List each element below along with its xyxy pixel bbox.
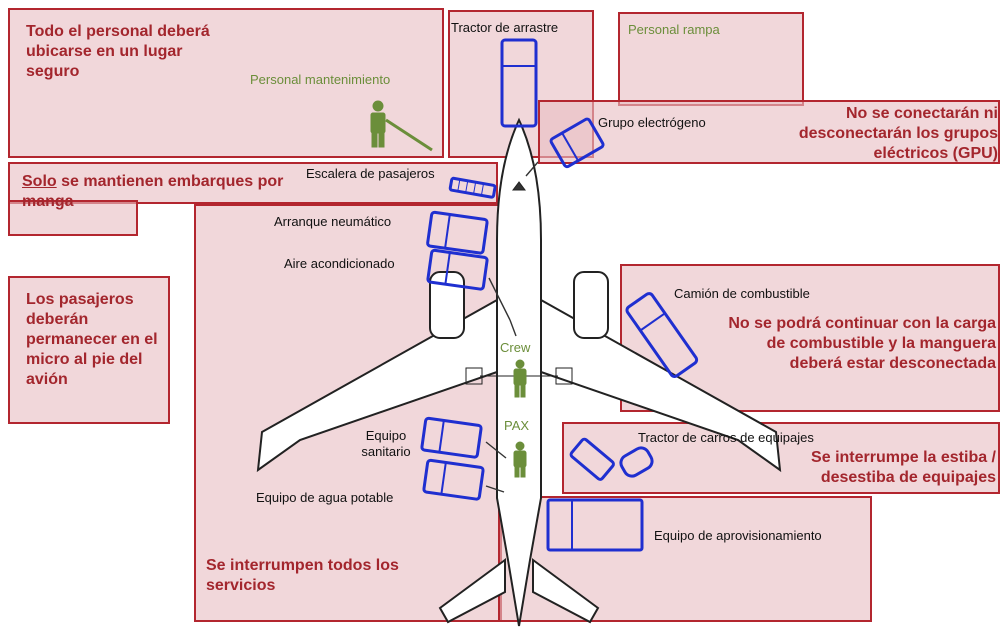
- label-water: Equipo de agua potable: [256, 490, 394, 505]
- zone-jetway: [8, 162, 498, 204]
- baggage-cart: [619, 446, 654, 478]
- warning-safe-place: Todo el personal deberá ubicarse en un l…: [26, 23, 210, 80]
- zone-gpu: [538, 100, 1000, 164]
- water-vehicle: [422, 458, 485, 501]
- fuel-truck-vehicle: [625, 292, 699, 378]
- warning-gpu: No se conectarán ni desconectarán los gr…: [798, 105, 998, 162]
- warning-jetway-underlined: Solo: [22, 173, 57, 190]
- power-unit-vehicle: [549, 117, 605, 169]
- label-sanitary: Equipo sanitario: [361, 428, 411, 459]
- passenger-stairs-vehicle: [448, 176, 497, 199]
- label-fuel-truck: Camión de combustible: [674, 286, 810, 301]
- label-crew: Crew: [500, 340, 531, 355]
- pax-person-icon: [513, 441, 527, 478]
- warning-services: Se interrumpen todos los servicios: [206, 557, 399, 594]
- baggage-tractor-vehicle: [569, 437, 615, 481]
- right-engine: [573, 271, 609, 339]
- pneumatic-starter-vehicle: [426, 210, 489, 255]
- label-stairs: Escalera de pasajeros: [306, 166, 435, 181]
- label-pneumatic: Arranque neumático: [274, 214, 392, 229]
- warning-baggage: Se interrumpe la estiba / desestiba de e…: [811, 449, 996, 486]
- zone-baggage: [562, 422, 1000, 494]
- label-pax: PAX: [504, 418, 530, 433]
- sanitary-vehicle: [420, 416, 483, 459]
- warning-jetway: Solo se mantienen embarques por manga: [22, 172, 292, 212]
- label-maintenance: Personal mantenimiento: [250, 72, 391, 87]
- maintenance-person-icon: [370, 100, 433, 152]
- label-power-unit: Grupo electrógeno: [598, 115, 706, 130]
- zone-maintenance: [8, 8, 444, 158]
- label-catering: Equipo de aprovisionamiento: [654, 528, 822, 543]
- label-tow-tractor: Tractor de arrastre: [451, 20, 559, 35]
- warning-fuel: No se podrá continuar con la carga de co…: [728, 315, 996, 372]
- tow-tractor-vehicle: [500, 38, 538, 128]
- label-baggage-tractor: Tractor de carros de equipajes: [638, 430, 814, 445]
- zone-passengers: [8, 276, 170, 424]
- label-air-con: Aire acondicionado: [284, 256, 395, 271]
- right-stabilizer: [532, 558, 600, 624]
- catering-vehicle: [546, 498, 644, 552]
- crew-person-icon: [513, 359, 527, 398]
- warning-passengers: Los pasajeros deberán permanecer en el m…: [26, 291, 158, 388]
- label-ramp-staff: Personal rampa: [628, 22, 720, 37]
- left-stabilizer: [438, 558, 506, 624]
- zone-jetway-lower: [8, 200, 138, 236]
- air-conditioning-vehicle: [426, 248, 489, 291]
- warning-jetway-rest: se mantienen embarques por manga: [22, 173, 284, 210]
